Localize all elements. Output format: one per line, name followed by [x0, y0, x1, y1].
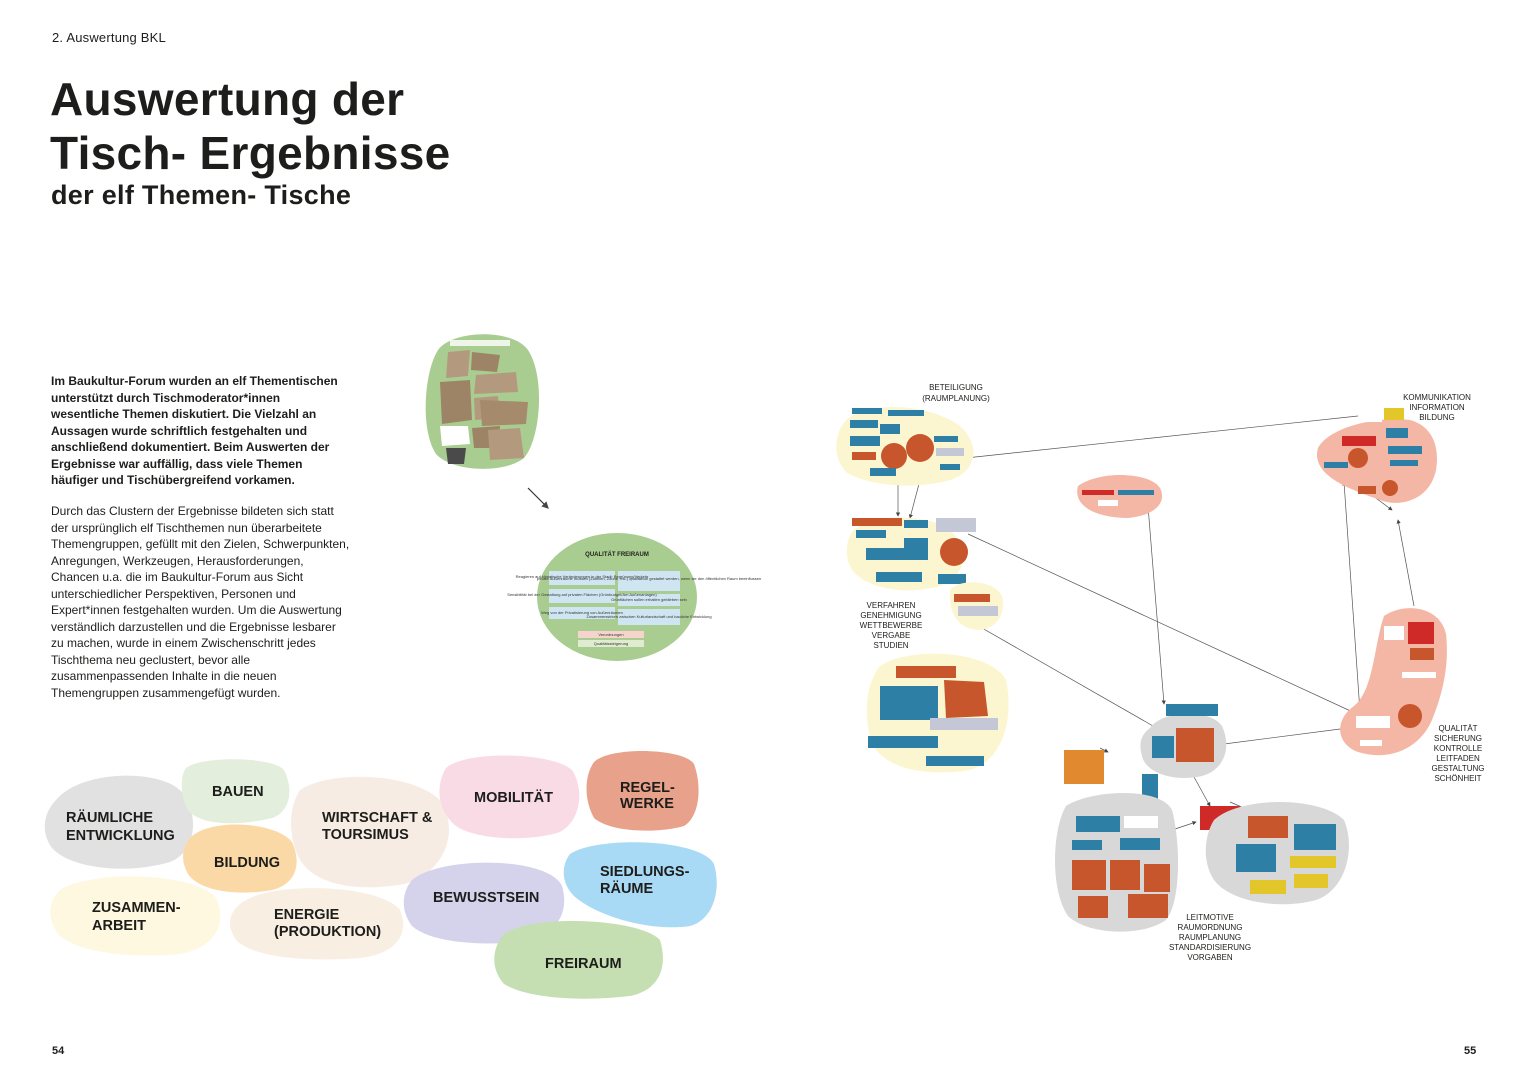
- blob-bauen: [181, 759, 290, 824]
- section-label: 2. Auswertung BKL: [52, 30, 166, 45]
- example-footer-green: Qualitätssteigerung: [594, 641, 628, 646]
- svg-text:RÄUME: RÄUME: [600, 880, 653, 897]
- svg-text:TOURSIMUS: TOURSIMUS: [322, 827, 409, 843]
- svg-text:ENERGIE: ENERGIE: [274, 907, 340, 923]
- blob-bewusstsein: [403, 862, 565, 944]
- svg-text:MOBILITÄT: MOBILITÄT: [474, 789, 553, 806]
- svg-text:RAUMORDNUNG: RAUMORDNUNG: [1178, 923, 1243, 932]
- blob-wirtschaft: [291, 776, 449, 888]
- svg-text:LEITFADEN: LEITFADEN: [1436, 754, 1480, 763]
- svg-text:BILDUNG: BILDUNG: [214, 855, 280, 871]
- svg-text:REGEL-: REGEL-: [620, 780, 675, 796]
- example-cell-6: Zusammenwirken zwischen Kulturlandschaft…: [586, 614, 711, 619]
- intro-paragraph: Im Baukultur-Forum wurden an elf Thement…: [51, 374, 338, 487]
- network-diagram: BETEILIGUNG (RAUMPLANUNG) VERFAHREN GENE…: [836, 383, 1485, 962]
- arrow-to-example: [527, 487, 549, 509]
- body-paragraph: Durch das Clustern der Ergebnisse bildet…: [51, 504, 350, 700]
- svg-text:GENEHMIGUNG: GENEHMIGUNG: [860, 611, 921, 620]
- svg-text:BEWUSSTSEIN: BEWUSSTSEIN: [433, 890, 539, 906]
- svg-text:ZUSAMMEN-: ZUSAMMEN-: [92, 900, 181, 916]
- svg-text:RAUMPLANUNG: RAUMPLANUNG: [1179, 933, 1241, 942]
- blob-bildung: [183, 824, 297, 893]
- svg-text:BETEILIGUNG: BETEILIGUNG: [929, 383, 983, 392]
- blob-regelwerke: [586, 750, 699, 831]
- qualitaet-freiraum-example: QUALITÄT FREIRAUM Reagieren auf klimatis…: [507, 533, 761, 661]
- svg-text:ARBEIT: ARBEIT: [92, 918, 146, 934]
- blob-energie: [229, 888, 404, 960]
- svg-text:KONTROLLE: KONTROLLE: [1434, 744, 1482, 753]
- svg-text:LEITMOTIVE: LEITMOTIVE: [1186, 913, 1234, 922]
- page-title-line1: Auswertung der: [50, 73, 405, 125]
- example-cell-2: private Außenräume müssen (Zuteilen, Zäu…: [537, 576, 762, 581]
- svg-text:FREIRAUM: FREIRAUM: [545, 956, 622, 972]
- svg-text:RÄUMLICHE: RÄUMLICHE: [66, 809, 153, 826]
- page-title-line2: Tisch- Ergebnisse: [50, 127, 451, 179]
- svg-text:STUDIEN: STUDIEN: [873, 641, 908, 650]
- svg-text:SIEDLUNGS-: SIEDLUNGS-: [600, 864, 690, 880]
- svg-text:GESTALTUNG: GESTALTUNG: [1431, 764, 1484, 773]
- theme-blobs: RÄUMLICHE ENTWICKLUNG BAUEN WIRTSCHAFT &…: [44, 750, 717, 999]
- example-cell-1: Reagieren auf klimatische Veränderungen …: [516, 574, 649, 579]
- page-subtitle: der elf Themen- Tische: [51, 180, 352, 210]
- example-cell-3: Sensibilität bei der Gestaltung auf priv…: [507, 592, 657, 597]
- svg-text:BILDUNG: BILDUNG: [1419, 413, 1455, 422]
- svg-text:VERGABE: VERGABE: [872, 631, 911, 640]
- svg-text:(PRODUKTION): (PRODUKTION): [274, 924, 381, 940]
- blob-mobilitaet: [439, 755, 580, 839]
- svg-text:SCHÖNHEIT: SCHÖNHEIT: [1434, 774, 1481, 783]
- example-cell-4: Grünflächen sollen erhalten geblieben se…: [611, 597, 687, 602]
- svg-text:STANDARDISIERUNG: STANDARDISIERUNG: [1169, 943, 1251, 952]
- blob-freiraum: [494, 921, 663, 999]
- svg-text:VERFAHREN: VERFAHREN: [867, 601, 916, 610]
- svg-text:ENTWICKLUNG: ENTWICKLUNG: [66, 828, 175, 844]
- page-number-left: 54: [52, 1045, 65, 1057]
- svg-text:WETTBEWERBE: WETTBEWERBE: [860, 621, 923, 630]
- svg-text:(RAUMPLANUNG): (RAUMPLANUNG): [922, 394, 990, 403]
- svg-text:WERKE: WERKE: [620, 796, 674, 812]
- svg-text:KOMMUNIKATION: KOMMUNIKATION: [1403, 393, 1471, 402]
- svg-text:SICHERUNG: SICHERUNG: [1434, 734, 1482, 743]
- raw-table-cluster: [425, 334, 540, 469]
- example-cell-5: Weg von der Privatisierung von Außenräum…: [541, 610, 623, 615]
- svg-text:BAUEN: BAUEN: [212, 784, 264, 800]
- blob-raeumliche-entwicklung: [44, 775, 194, 869]
- svg-text:VORGABEN: VORGABEN: [1187, 953, 1233, 962]
- blob-zusammenarbeit: [50, 876, 221, 956]
- svg-text:INFORMATION: INFORMATION: [1409, 403, 1465, 412]
- svg-text:WIRTSCHAFT &: WIRTSCHAFT &: [322, 810, 433, 826]
- example-title: QUALITÄT FREIRAUM: [585, 551, 649, 558]
- example-footer-pink: Verordnungen: [598, 632, 623, 637]
- page-number-right: 55: [1464, 1045, 1477, 1057]
- blob-siedlungsraeume: [563, 842, 717, 928]
- svg-text:QUALITÄT: QUALITÄT: [1438, 724, 1477, 733]
